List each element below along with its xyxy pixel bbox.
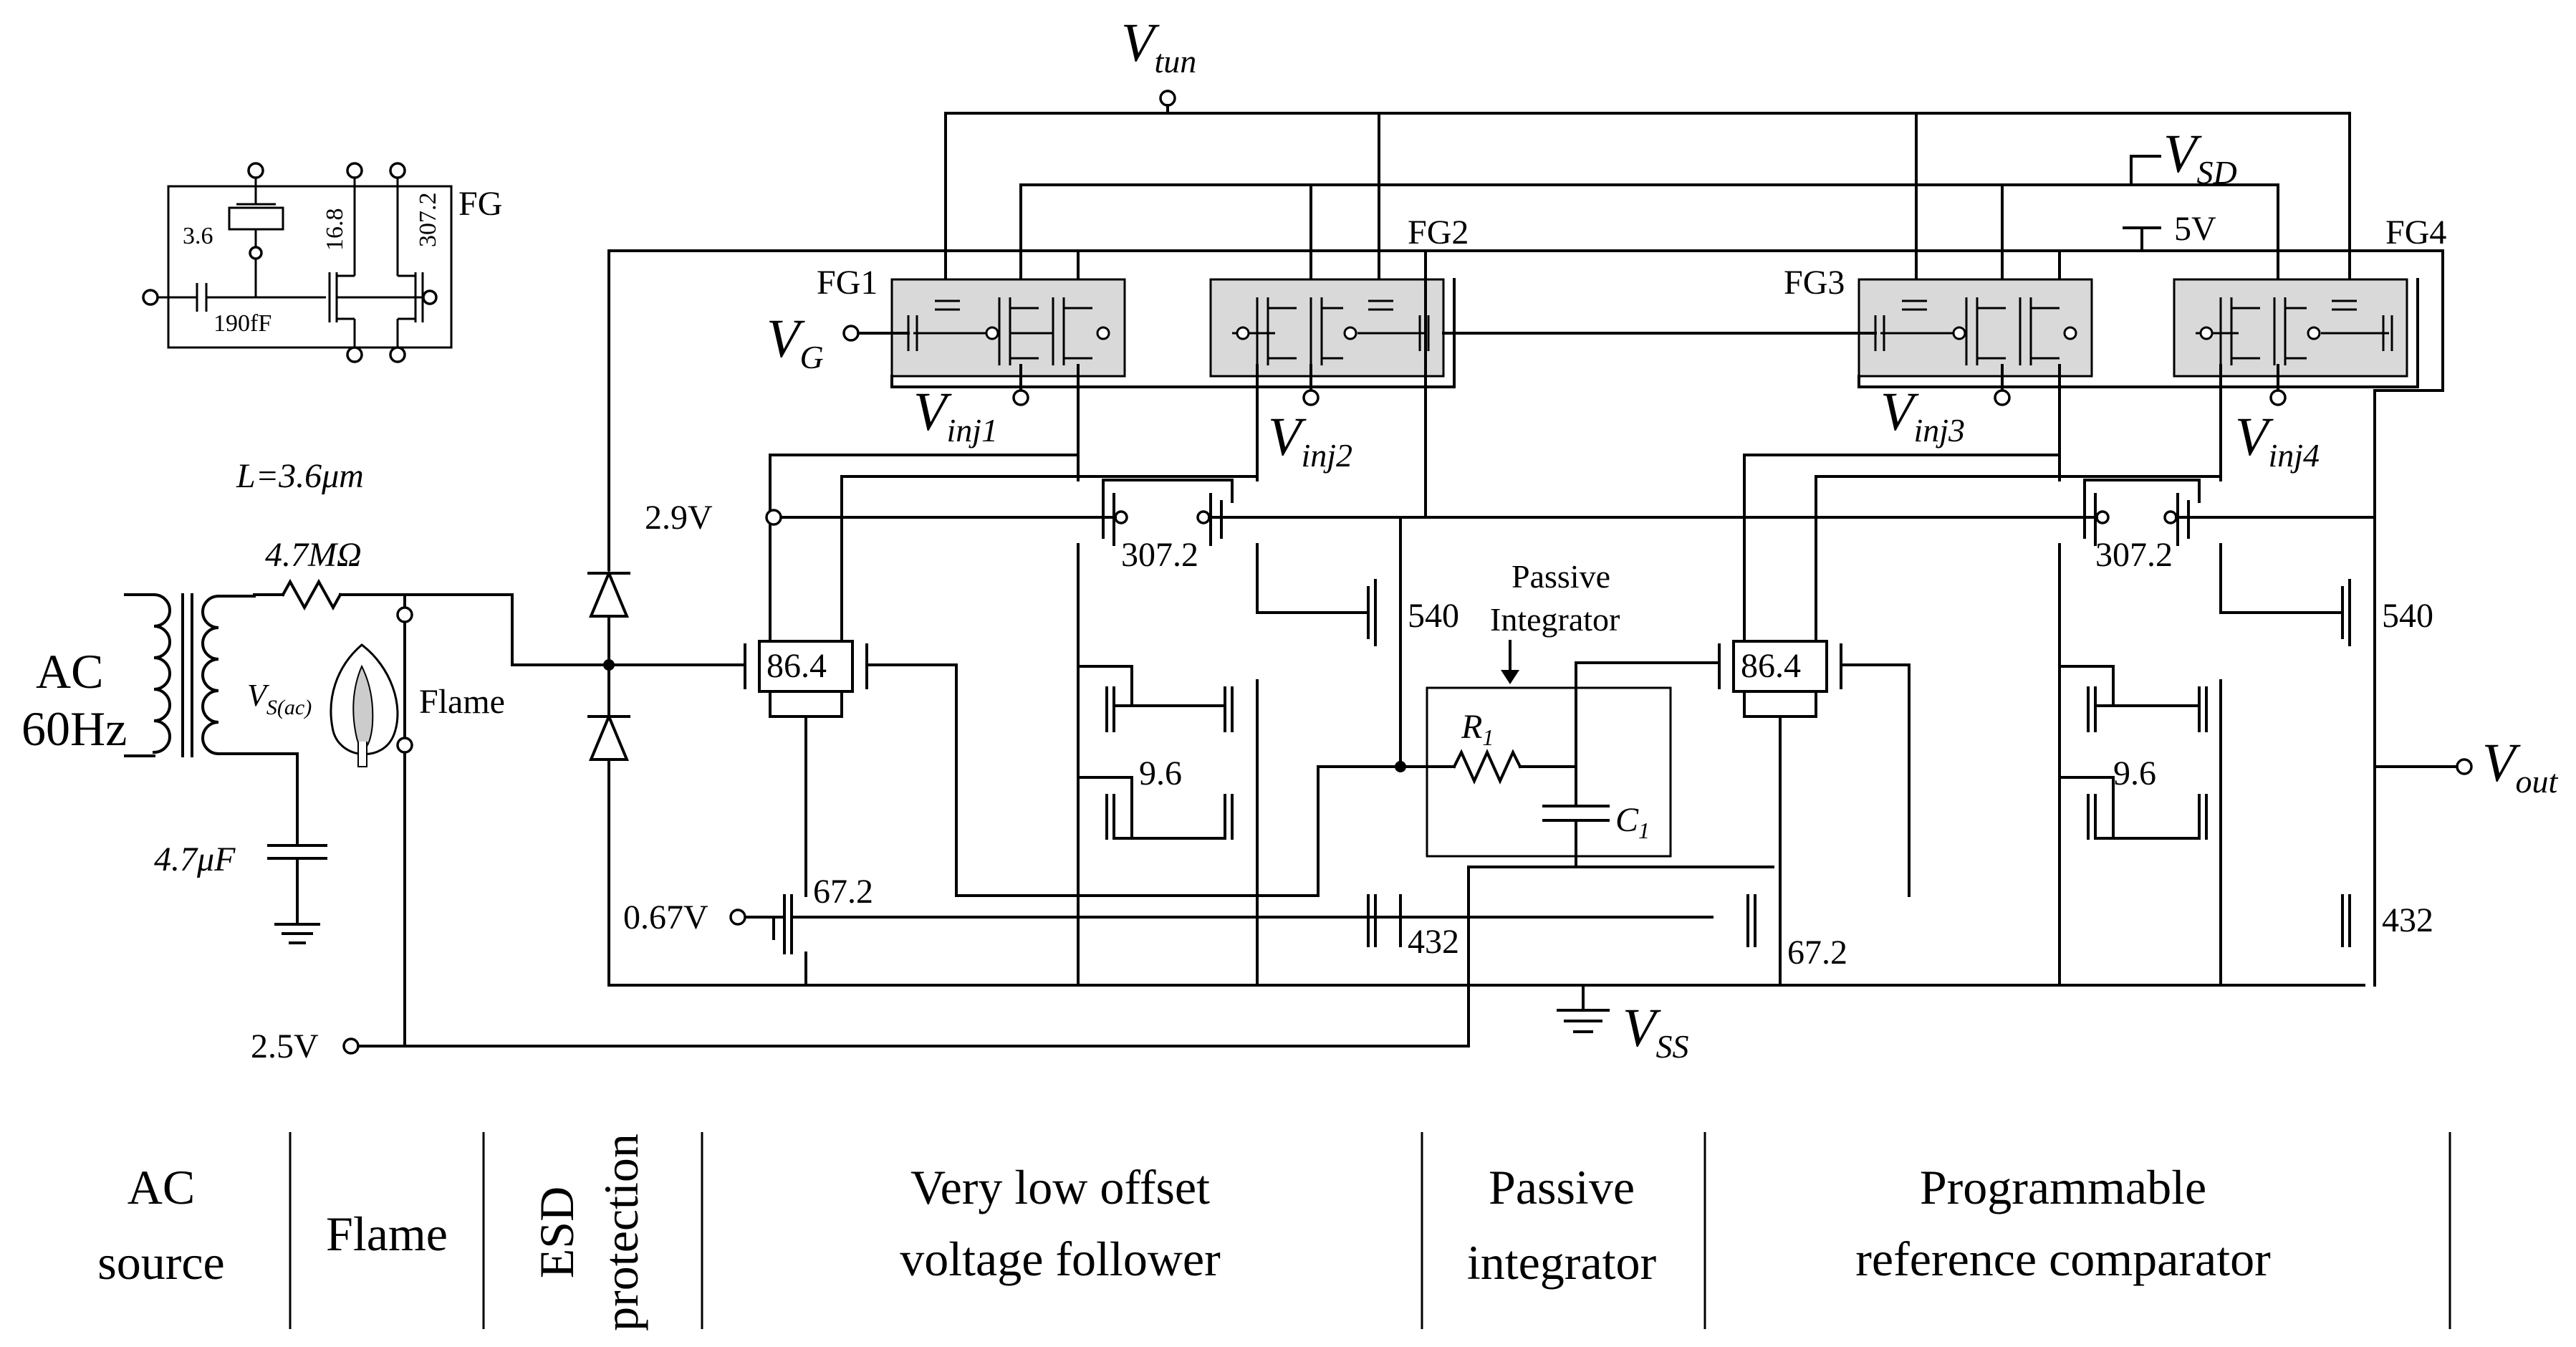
fg4-label: FG4: [2385, 214, 2446, 251]
v25-terminal: [342, 1037, 360, 1055]
v067-label: 0.67V: [623, 898, 708, 936]
channel-length-label: L=3.6μm: [236, 457, 364, 495]
inset-fg-label: FG: [458, 185, 502, 223]
vinj1-label: Vinj1: [913, 382, 998, 449]
section-ac-line2: source: [97, 1235, 224, 1290]
out-right-size: 540: [2382, 597, 2433, 635]
top-buses: Vtun VSD 5V: [944, 13, 2444, 299]
integrator-title-1: Passive: [1512, 558, 1610, 595]
passive-integrator: Passive Integrator R1 C1: [1399, 558, 1774, 1048]
vtun-terminal: [1159, 90, 1176, 107]
fg-cell-inset: FG 3.6 16.8 307.2 190fF L=3.6μm: [142, 162, 502, 495]
esd-diodes: [511, 249, 2365, 987]
diff-left-size: 86.4: [766, 647, 827, 685]
sink-right-size: 432: [2382, 901, 2433, 939]
mirror-left-size: 9.6: [1139, 754, 1182, 792]
inset-cin-label: 190fF: [213, 310, 271, 337]
vs-label: VS(ac): [247, 678, 312, 719]
v067-terminal: [729, 909, 746, 926]
section-comparator-line1: Programmable: [1920, 1160, 2206, 1214]
integrator-box: [1426, 686, 1672, 858]
section-follower-line1: Very low offset: [910, 1160, 1210, 1214]
ac-label: AC: [36, 644, 103, 699]
section-integrator-line2: integrator: [1467, 1235, 1657, 1290]
section-ac-line1: AC: [128, 1160, 195, 1214]
v5-label: 5V: [2174, 210, 2216, 248]
flame-label: Flame: [419, 683, 505, 721]
voltage-follower: 2.9V 307.2 86.4 9.6: [607, 249, 1714, 987]
vinj3-label: Vinj3: [1880, 382, 1965, 449]
inset-cap-value: 3.6: [183, 223, 213, 249]
tail-right-size: 67.2: [1787, 934, 1847, 972]
vss-label: VSS: [1623, 998, 1688, 1065]
v29-terminal: [765, 509, 782, 526]
vg-terminal: [842, 325, 860, 342]
fg1-box: [890, 278, 1126, 378]
sink-left-size: 432: [1408, 923, 1459, 961]
source-capacitor-label: 4.7μF: [154, 840, 236, 878]
section-esd-line2: protection: [594, 1133, 648, 1331]
inset-w2-label: 307.2: [415, 193, 441, 248]
section-dividers: [289, 1132, 2451, 1329]
vtun-label: Vtun: [1121, 13, 1196, 80]
fg2-label: FG2: [1408, 214, 1469, 251]
vout-label: Vout: [2482, 733, 2558, 800]
vout-terminal: [2456, 758, 2473, 775]
v25-label: 2.5V: [251, 1027, 319, 1065]
out-left-size: 540: [1408, 597, 1459, 635]
section-comparator-line2: reference comparator: [1855, 1232, 2271, 1286]
vinj2-label: Vinj2: [1268, 407, 1352, 474]
section-integrator-line1: Passive: [1489, 1160, 1635, 1214]
fg4-box: [2173, 278, 2408, 378]
section-labels: AC source Flame ESD protection Very low …: [97, 1133, 2271, 1331]
section-esd-line1: ESD: [529, 1187, 584, 1278]
vinj4-label: Vinj4: [2235, 407, 2320, 474]
c1-label: C1: [1615, 801, 1650, 843]
inset-w1-label: 16.8: [322, 208, 348, 251]
pmos-right-size: 307.2: [2095, 536, 2173, 574]
fg1-label: FG1: [817, 264, 878, 302]
pmos-left-size: 307.2: [1121, 536, 1198, 574]
injection-terminals: Vinj1 Vinj2 Vinj3 Vinj4: [913, 364, 2320, 474]
source-resistor-label: 4.7MΩ: [265, 536, 362, 574]
fg3-box: [1857, 278, 2093, 378]
section-follower-line2: voltage follower: [900, 1232, 1221, 1286]
reference-comparator: 307.2 86.4 67.2 9.6: [251, 249, 2558, 1065]
flame-icon: [330, 643, 399, 767]
r1-label: R1: [1461, 708, 1494, 750]
ac-source-block: AC 60Hz 4.7MΩ 4.7μF VS(ac): [21, 536, 1470, 1048]
diff-right-size: 86.4: [1741, 647, 1801, 685]
mirror-right-size: 9.6: [2113, 754, 2156, 792]
fg-boxes: FG1 FG2 FG3 FG4: [766, 214, 2446, 388]
vsd-label: VSD: [2163, 124, 2237, 191]
fg3-label: FG3: [1784, 264, 1845, 302]
vg-label: VG: [766, 309, 824, 375]
tail-left-size: 67.2: [813, 873, 873, 911]
ac-freq-label: 60Hz: [21, 701, 127, 756]
section-flame: Flame: [326, 1207, 448, 1261]
fg2-box: [1209, 278, 1445, 378]
inset-top-terminal: [247, 162, 264, 179]
integrator-title-2: Integrator: [1490, 601, 1620, 638]
v29-label: 2.9V: [645, 499, 713, 537]
